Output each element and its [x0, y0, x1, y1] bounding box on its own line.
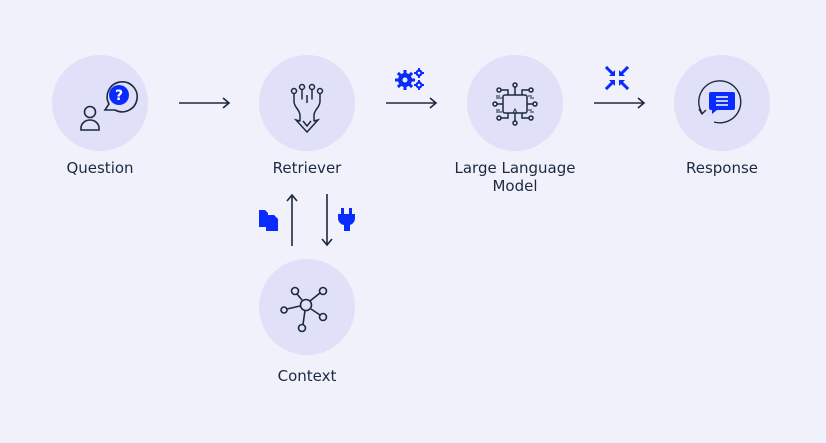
label-question: Question: [66, 159, 134, 177]
node-question: ?: [52, 55, 148, 151]
label-llm: Large Language Model: [454, 159, 576, 195]
network-hub-icon: [280, 286, 328, 333]
arrow-retriever-to-context: [320, 193, 334, 247]
arrow-question-to-retriever: [178, 96, 232, 110]
plug-icon: [336, 207, 358, 233]
node-response: [674, 55, 770, 151]
documents-icon: [257, 206, 283, 232]
arrow-context-to-retriever: [285, 193, 299, 247]
node-llm: [467, 55, 563, 151]
chip-circuit-icon: [492, 82, 538, 126]
node-context: [259, 259, 355, 355]
label-retriever: Retriever: [272, 159, 342, 177]
label-response: Response: [685, 159, 759, 177]
gears-icon: [395, 67, 427, 91]
label-context: Context: [277, 367, 337, 385]
svg-text:?: ?: [115, 88, 123, 104]
circuit-funnel-icon: [290, 83, 324, 134]
compress-icon: [605, 66, 629, 90]
person-question-bubble-icon: ?: [80, 81, 138, 131]
arrow-llm-to-response: [593, 96, 647, 110]
chat-refresh-icon: [698, 80, 742, 124]
node-retriever: [259, 55, 355, 151]
arrow-retriever-to-llm: [385, 96, 439, 110]
